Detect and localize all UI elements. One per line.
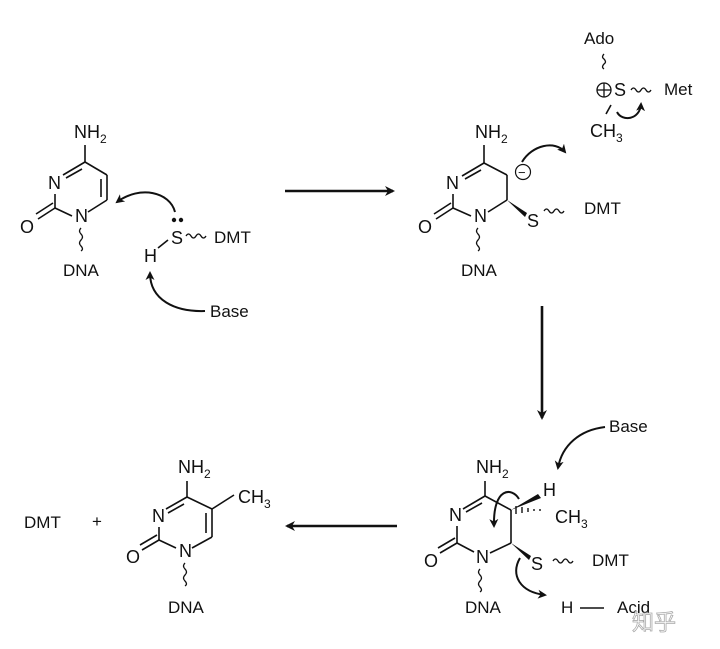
dmt-label: DMT xyxy=(24,513,61,532)
methyl-label: CH3 xyxy=(555,507,588,531)
carbonyl-oxygen: O xyxy=(126,547,140,567)
base-label: Base xyxy=(210,302,249,321)
sulfur-atom: S xyxy=(614,80,626,100)
dmt-label: DMT xyxy=(214,228,251,247)
sam-cofactor: Ado S Met CH3 xyxy=(584,29,693,145)
hydrogen-atom: H xyxy=(144,246,157,266)
acid-label: Acid xyxy=(617,598,650,617)
methyl-transfer-arrow xyxy=(521,143,567,163)
sulfur-atom: S xyxy=(171,228,183,248)
ado-label: Ado xyxy=(584,29,614,48)
dmt-label: DMT xyxy=(592,551,629,570)
methylated-adduct: Base NH2 H N CH3 N O S DMT DNA xyxy=(424,417,650,617)
amine-label: NH2 xyxy=(475,122,508,146)
carbonyl-oxygen: O xyxy=(418,217,432,237)
cytosine-start: NH2 N N O DNA xyxy=(20,122,108,280)
ring-n3: N xyxy=(152,506,165,526)
hydrogen-atom: H xyxy=(543,480,556,500)
plus-sign: + xyxy=(92,512,102,531)
svg-text:−: − xyxy=(518,165,526,180)
proton-abstraction-arrow xyxy=(554,426,606,470)
amine-label: NH2 xyxy=(74,122,107,146)
watermark: 知乎 xyxy=(632,611,676,636)
elimination-arrow xyxy=(489,491,520,528)
methyl-label: CH3 xyxy=(238,487,271,511)
methylcytosine-product: NH2 N CH3 N O DNA xyxy=(126,457,271,617)
ring-n1: N xyxy=(474,206,487,226)
carbonyl-oxygen: O xyxy=(424,551,438,571)
sulfur-release-arrow xyxy=(616,102,646,120)
sulfur-atom: S xyxy=(527,211,539,231)
amine-label: NH2 xyxy=(476,457,509,481)
dna-label: DNA xyxy=(461,261,498,280)
ring-n1: N xyxy=(476,547,489,567)
negative-charge-icon xyxy=(514,163,532,181)
ring-n1: N xyxy=(75,206,88,226)
base-label: Base xyxy=(609,417,648,436)
thiolate-release-arrow xyxy=(515,557,547,599)
carbonyl-oxygen: O xyxy=(20,217,34,237)
methyl-label: CH3 xyxy=(590,121,623,145)
sulfur-atom: S xyxy=(531,554,543,574)
ring-n3: N xyxy=(446,173,459,193)
met-label: Met xyxy=(664,80,693,99)
ring-n1: N xyxy=(179,541,192,561)
dna-label: DNA xyxy=(63,261,100,280)
amine-label: NH2 xyxy=(178,457,211,481)
dna-label: DNA xyxy=(465,598,502,617)
intermediate: NH2 N N O S DMT − DNA xyxy=(418,122,621,280)
dmt-label: DMT xyxy=(584,199,621,218)
thiol-group: S H DMT Base xyxy=(115,191,251,321)
nucleophilic-attack-arrow xyxy=(115,191,176,213)
deprotonation-arrow xyxy=(145,271,206,313)
released-enzyme: DMT + xyxy=(24,512,102,532)
acid-h-label: H xyxy=(561,598,573,617)
dna-label: DNA xyxy=(168,598,205,617)
ring-n3: N xyxy=(48,173,61,193)
ring-n3: N xyxy=(449,505,462,525)
